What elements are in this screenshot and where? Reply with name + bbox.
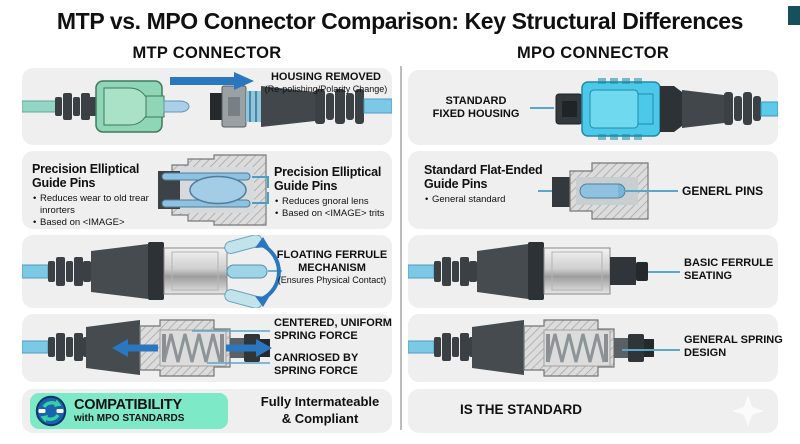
basic-ferrule-label: BASIC FERRULE SEATING (684, 257, 774, 282)
mpo-spring-panel: GENERAL SPRING DESIGN (408, 314, 783, 382)
arrow-right-icon (170, 72, 254, 90)
sparkle-decoration (732, 395, 764, 427)
guide-pins-left-label: Precision Elliptical Guide Pins Reduces … (32, 162, 158, 229)
cable-boot (55, 93, 97, 120)
general-spring-label: GENERAL SPRING DESIGN (684, 334, 783, 359)
page-title: MTP vs. MPO Connector Comparison: Key St… (56, 8, 744, 34)
compatibility-badge-text: COMPATIBILITY with MPO STANDARDS (74, 396, 185, 425)
mpo-guide-pin-cross-section (538, 162, 678, 220)
mtp-floating-ferrule-panel: FLOATING FERRULE MECHANISM (Ensures Phys… (22, 235, 392, 308)
fixed-housing-label: STANDARD FIXED HOUSING (432, 95, 520, 120)
mtp-spring-panel: CENTERED, UNIFORM SPRING FORCE CANRIOSED… (22, 314, 392, 382)
guide-pins-right-bullets: Reduces gnoral lens Based on <IMAGE> tri… (274, 196, 390, 220)
compatibility-badge: COMPATIBILITY with MPO STANDARDS (30, 393, 228, 429)
housing-removed-label: HOUSING REMOVED (Re-polishing/Polarity C… (264, 71, 388, 94)
mtp-compatibility-panel: COMPATIBILITY with MPO STANDARDS Fully I… (22, 389, 392, 433)
left-right-arrows-icon (112, 339, 272, 357)
spring-label-bottom: CANRIOSED BY SPRING FORCE (274, 352, 359, 377)
mpo-ferrule-panel: BASIC FERRULE SEATING (408, 235, 778, 308)
curved-double-arrow-icon (255, 237, 281, 307)
bullet-item: Reduces wear to old trear inrorters (32, 193, 158, 217)
corner-accent (788, 6, 800, 25)
bullet-item: Based on <IMAGE> (32, 217, 158, 229)
mpo-standard-panel: IS THE STANDARD (408, 389, 778, 433)
column-divider (400, 66, 402, 430)
bullet-item: Based on <IMAGE> trits (274, 208, 390, 220)
mtp-ferrule-illustration (22, 235, 282, 308)
mpo-column-header: MPO CONNECTOR (516, 44, 670, 62)
is-the-standard-label: IS THE STANDARD (460, 402, 583, 417)
mtp-column-header: MTP CONNECTOR (132, 44, 282, 62)
mpo-ferrule-illustration (408, 242, 680, 300)
mpo-spring-illustration (408, 319, 680, 377)
ferrule-tips (224, 235, 268, 308)
spring-label-top: CENTERED, UNIFORM SPRING FORCE (274, 317, 392, 342)
sync-arrows-icon (35, 395, 67, 427)
guide-pins-right-label: Precision Elliptical Guide Pins Reduces … (274, 165, 390, 220)
mtp-connector-illustration (22, 72, 392, 133)
bullet-item: Reduces gnoral lens (274, 196, 390, 208)
general-pins-label: GENERL PINS (682, 184, 764, 198)
floating-ferrule-label: FLOATING FERRULE MECHANISM (Ensures Phys… (276, 249, 388, 285)
mtp-guide-pins-panel: Precision Elliptical Guide Pins Reduces … (22, 151, 392, 229)
compatibility-note: Fully Intermateable & Compliant (260, 394, 380, 426)
mpo-connector-illustration (530, 78, 778, 140)
mtp-housing-removed-panel: HOUSING REMOVED (Re-polishing/Polarity C… (22, 68, 392, 145)
mpo-guide-pins-panel: Standard Flat-Ended Guide Pins General s… (408, 151, 778, 229)
flat-ended-pins-bullets: General standard (424, 194, 552, 206)
mpo-fixed-housing-panel: STANDARD FIXED HOUSING (408, 70, 778, 145)
mtp-guide-pin-cross-section (158, 154, 269, 226)
guide-pins-left-bullets: Reduces wear to old trear inrorters Base… (32, 193, 158, 229)
mtp-spring-illustration (22, 319, 272, 377)
flat-ended-pins-label: Standard Flat-Ended Guide Pins General s… (424, 163, 552, 206)
bullet-item: General standard (424, 194, 552, 206)
